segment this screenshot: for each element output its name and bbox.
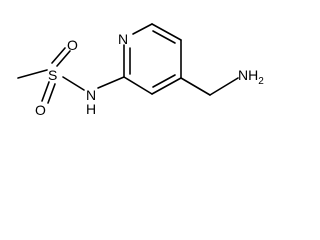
bond-sulfur-oxygen-top-a: [51, 47, 66, 64]
atom-ring-nitrogen: N: [118, 31, 128, 47]
atom-amide-hydrogen: H: [86, 101, 96, 117]
atom-label-layer: N S O O N H NH2: [35, 31, 264, 118]
bond-ring-methylene: [180, 77, 211, 96]
atom-amine-group: NH2: [238, 67, 264, 87]
bond-methyl-sulfur: [17, 69, 48, 79]
bond-sulfur-oxygen-bottom-b: [47, 83, 56, 104]
bond-ring-c6-c5: [151, 23, 182, 41]
bond-sulfur-oxygen-top-b: [56, 50, 71, 67]
molecule-drawing: N S O O N H NH2: [17, 23, 264, 118]
bond-ring-c4-c3-inner: [152, 74, 176, 88]
bond-ring-c4-c3: [151, 77, 182, 95]
structure-canvas: N S O O N H NH2: [17, 23, 265, 118]
atom-oxygen-bottom: O: [35, 102, 46, 118]
bond-sulfur-nitrogen: [62, 76, 85, 91]
bond-sulfur-oxygen-bottom-a: [41, 81, 50, 102]
bond-methylene-amine: [209, 77, 239, 96]
bond-nitrogen-ring: [97, 76, 125, 89]
bond-ring-c3-c2: [123, 76, 153, 95]
atom-amine-nh: NH: [238, 67, 258, 83]
atom-sulfur: S: [48, 67, 57, 83]
atom-amide-nitrogen: N: [86, 87, 96, 103]
atom-oxygen-top: O: [67, 37, 78, 53]
bond-ring-c6-c5-inner: [152, 30, 176, 44]
atom-amine-subscript: 2: [258, 76, 264, 87]
bond-layer: [17, 23, 239, 104]
bond-ring-n1-c6: [132, 23, 153, 35]
